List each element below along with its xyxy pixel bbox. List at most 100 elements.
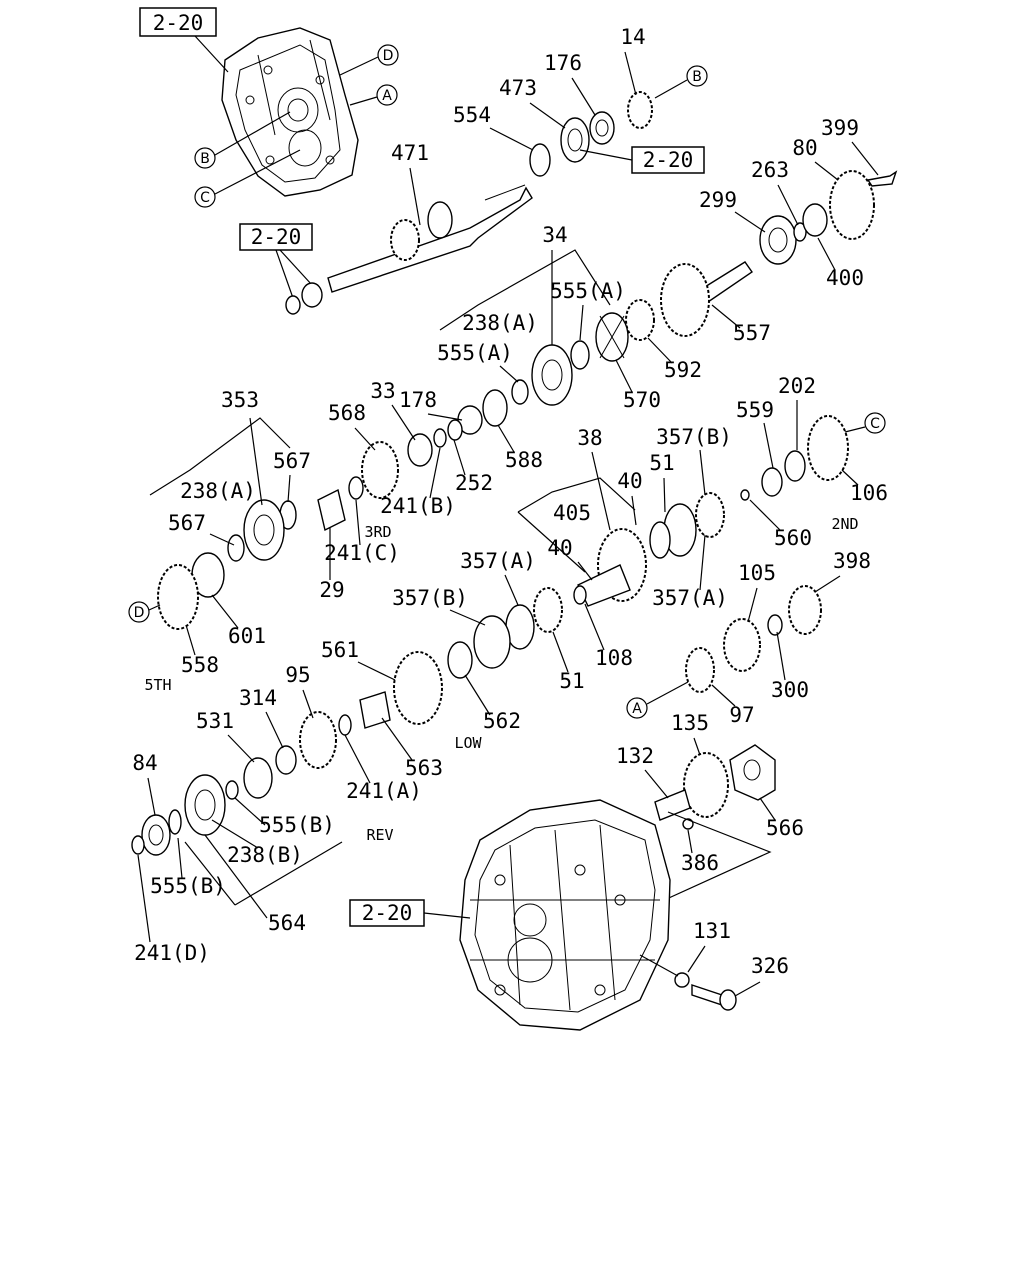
bolt-group	[674, 972, 737, 1011]
svg-text:C: C	[200, 190, 210, 206]
ref-box-left-shaft	[239, 223, 313, 251]
label-238B: 238(B)	[227, 843, 303, 867]
label-560: 560	[774, 526, 812, 550]
label-106: 106	[850, 481, 888, 505]
label-531: 531	[196, 709, 234, 733]
label-314: 314	[239, 686, 277, 710]
label-357B-mid: 357(B)	[392, 586, 468, 610]
label-241A: 241(A)	[346, 779, 422, 803]
reverse-idler-group	[654, 744, 776, 830]
label-241D: 241(D)	[134, 941, 210, 965]
marker-b-top: B	[194, 111, 291, 169]
label-238A-top: 238(A)	[462, 311, 538, 335]
label-38: 38	[577, 426, 602, 450]
ref-box-case-text: 2-20	[362, 901, 413, 925]
label-80: 80	[792, 136, 817, 160]
ref-box-top-left-text: 2-20	[153, 11, 204, 35]
label-105: 105	[738, 561, 776, 585]
label-299: 299	[699, 188, 737, 212]
label-601: 601	[228, 624, 266, 648]
label-5th: 5TH	[144, 676, 171, 694]
svg-text:A: A	[632, 701, 642, 717]
label-563: 563	[405, 756, 443, 780]
marker-a-top: A	[349, 84, 398, 106]
label-357B-top: 357(B)	[656, 425, 732, 449]
label-176: 176	[544, 51, 582, 75]
label-555B-right: 555(B)	[259, 813, 335, 837]
marker-c-right: C	[844, 412, 886, 434]
svg-text:A: A	[382, 88, 392, 104]
synchro-5th-group	[457, 299, 655, 435]
third-gear-group	[157, 419, 463, 630]
label-rev: REV	[366, 826, 393, 844]
label-405: 405	[553, 501, 591, 525]
counter-gear-group	[685, 585, 822, 693]
svg-text:D: D	[134, 605, 145, 621]
label-558: 558	[181, 653, 219, 677]
marker-c-top: C	[194, 149, 301, 208]
label-567-left: 567	[168, 511, 206, 535]
label-555B-left: 555(B)	[150, 874, 226, 898]
svg-text:B: B	[200, 151, 210, 167]
svg-text:C: C	[870, 416, 880, 432]
label-2nd: 2ND	[831, 515, 858, 533]
ref-box-mid-top-text: 2-20	[643, 148, 694, 172]
marker-d-top: D	[339, 44, 399, 76]
low-gear-group	[243, 651, 443, 799]
label-34: 34	[542, 223, 567, 247]
label-554: 554	[453, 103, 491, 127]
label-178: 178	[399, 388, 437, 412]
label-40-top: 40	[617, 469, 642, 493]
label-84: 84	[132, 751, 157, 775]
main-shaft-right	[660, 170, 898, 337]
label-40-mid: 40	[547, 536, 572, 560]
label-238A-left: 238(A)	[180, 479, 256, 503]
label-51-top: 51	[649, 451, 674, 475]
label-252: 252	[455, 471, 493, 495]
label-557: 557	[733, 321, 771, 345]
label-3rd: 3RD	[364, 523, 391, 541]
label-400: 400	[826, 266, 864, 290]
label-51-bottom: 51	[559, 669, 584, 693]
label-135: 135	[671, 711, 709, 735]
label-471: 471	[391, 141, 429, 165]
label-241C: 241(C)	[324, 541, 400, 565]
label-353: 353	[221, 388, 259, 412]
label-592: 592	[664, 358, 702, 382]
label-568: 568	[328, 401, 366, 425]
svg-text:B: B	[692, 69, 702, 85]
reverse-group	[131, 774, 239, 856]
main-case	[459, 799, 671, 1031]
label-561: 561	[321, 638, 359, 662]
label-263: 263	[751, 158, 789, 182]
label-131: 131	[693, 919, 731, 943]
svg-text:D: D	[383, 48, 394, 64]
label-567-top: 567	[273, 449, 311, 473]
label-555A-mid: 555(A)	[437, 341, 513, 365]
ref-box-top-left	[139, 7, 217, 37]
label-132: 132	[616, 744, 654, 768]
label-33: 33	[370, 379, 395, 403]
label-108: 108	[595, 646, 633, 670]
label-low: LOW	[454, 734, 482, 752]
label-326: 326	[751, 954, 789, 978]
input-shaft	[327, 184, 533, 293]
label-300: 300	[771, 678, 809, 702]
marker-b-right: B	[654, 65, 708, 99]
label-564: 564	[268, 911, 306, 935]
marker-a-mid: A	[626, 681, 689, 719]
marker-d-left: D	[128, 601, 161, 623]
label-588: 588	[505, 448, 543, 472]
label-570: 570	[623, 388, 661, 412]
label-95: 95	[285, 663, 310, 687]
label-399: 399	[821, 116, 859, 140]
label-357A-right: 357(A)	[652, 586, 728, 610]
second-gear-group	[573, 415, 849, 607]
ref-box-left-shaft-text: 2-20	[251, 225, 302, 249]
label-357A-mid: 357(A)	[460, 549, 536, 573]
label-555A-top: 555(A)	[550, 279, 626, 303]
label-473: 473	[499, 76, 537, 100]
label-398: 398	[833, 549, 871, 573]
